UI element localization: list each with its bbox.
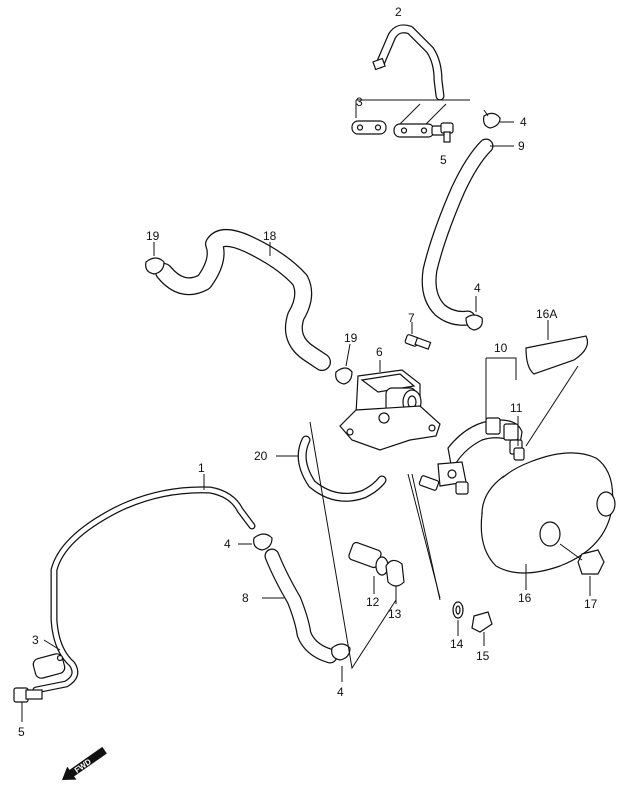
hose-8	[262, 548, 338, 664]
callout-8: 8	[242, 591, 249, 605]
assembly-lines	[309, 357, 579, 670]
callout-7: 7	[408, 311, 415, 325]
fwd-arrow-icon: FWD	[62, 746, 107, 780]
bolt-17	[559, 543, 605, 596]
washer-14	[452, 601, 464, 636]
callout-18: 18	[263, 229, 277, 243]
plate-3-top	[351, 120, 387, 135]
callout-15: 15	[476, 649, 490, 663]
callout-11: 11	[510, 401, 523, 415]
hose-9	[421, 138, 514, 326]
bolt-5-top	[440, 122, 454, 143]
guide-lines-top	[355, 99, 470, 125]
callout-9: 9	[518, 139, 525, 153]
callout-20: 20	[254, 449, 268, 463]
valve-assembly-6	[339, 360, 441, 451]
clamp-4-bottom	[331, 643, 351, 682]
callout-labels: 2 3 4 5 9 19 18 4 16A 7 19 10 6 11 20 1 …	[18, 5, 598, 739]
bolt-7	[404, 322, 432, 350]
pipe-1	[32, 474, 256, 694]
cover-16	[480, 452, 616, 590]
clamp-19-left	[145, 242, 165, 275]
clamp-4-top	[483, 109, 514, 129]
hose-2	[372, 24, 445, 101]
callout-13: 13	[388, 607, 402, 621]
callout-17: 17	[584, 597, 598, 611]
clamp-19-right	[335, 343, 353, 385]
callout-4-mid: 4	[474, 281, 481, 295]
callout-6: 6	[376, 345, 383, 359]
callout-3-bottom: 3	[32, 633, 39, 647]
hose-18	[155, 229, 331, 371]
hose-20	[276, 435, 387, 502]
callout-4-bottom: 4	[337, 685, 344, 699]
collar-12	[348, 541, 389, 594]
callout-4-top: 4	[520, 115, 527, 129]
clamp-4-lower	[238, 533, 273, 551]
bracket-10	[418, 417, 523, 495]
plate-3-bottom	[32, 639, 66, 679]
callout-3-top: 3	[356, 95, 363, 109]
callout-10: 10	[494, 341, 508, 355]
bolt-5-bottom	[13, 687, 43, 722]
plate-gasket-top	[393, 123, 447, 138]
callout-19-right: 19	[344, 331, 358, 345]
bolt-15	[471, 611, 493, 646]
callout-14: 14	[450, 637, 464, 651]
callout-19-left: 19	[146, 229, 160, 243]
bolt-11	[513, 416, 525, 461]
grommet-13	[385, 559, 405, 604]
callout-5-bottom: 5	[18, 725, 25, 739]
callout-5-top: 5	[440, 153, 447, 167]
clamp-4-mid	[465, 296, 483, 331]
callout-4-lower: 4	[224, 537, 231, 551]
callout-1: 1	[198, 461, 205, 475]
callout-2: 2	[395, 5, 402, 19]
trim-16a	[525, 320, 589, 375]
callout-16a: 16A	[536, 307, 557, 321]
callout-16: 16	[518, 591, 532, 605]
callout-12: 12	[366, 595, 380, 609]
